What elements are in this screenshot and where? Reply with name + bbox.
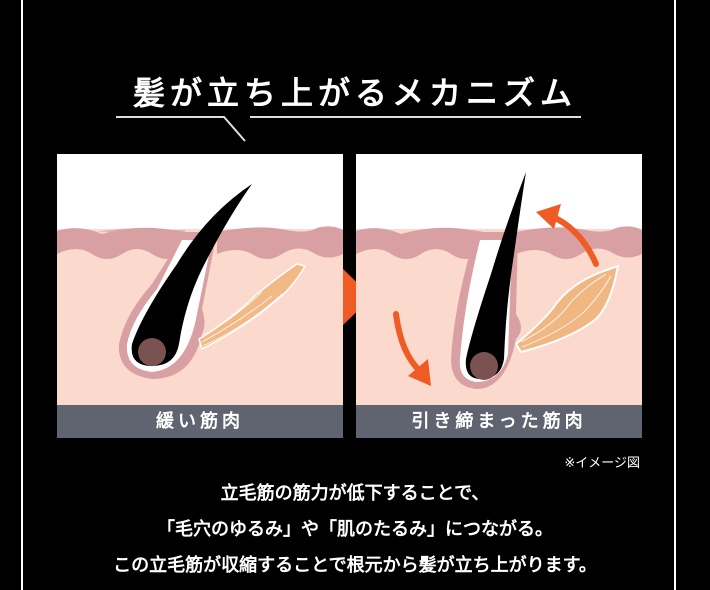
right-border-line (674, 0, 676, 590)
description-line-2: 「毛穴のゆるみ」や「肌のたるみ」につながる。 (157, 519, 553, 540)
contracted-follicle-illustration (356, 172, 642, 409)
page-title: 髪が立ち上がるメカニズム (132, 74, 577, 112)
description-line-3: この立毛筋が収縮することで根元から髪が立ち上がります。 (113, 555, 597, 576)
left-border-line (21, 0, 23, 590)
lift-arrow-head (536, 204, 561, 229)
relaxed-muscle-panel: 緩い筋肉 (57, 154, 343, 438)
relaxed-muscle-label: 緩い筋肉 (57, 405, 343, 438)
relaxed-follicle-illustration (57, 184, 343, 409)
description-line-1: 立毛筋の筋力が低下することで、 (220, 483, 490, 504)
description-text: 立毛筋の筋力が低下することで、 「毛穴のゆるみ」や「肌のたるみ」につながる。 こ… (0, 476, 710, 584)
contracted-muscle-label: 引き締まった筋肉 (356, 405, 642, 438)
image-note: ※イメージ図 (564, 456, 640, 471)
title-underline-speech-pointer (116, 116, 581, 142)
contracted-muscle-panel: 引き締まった筋肉 (356, 154, 642, 438)
